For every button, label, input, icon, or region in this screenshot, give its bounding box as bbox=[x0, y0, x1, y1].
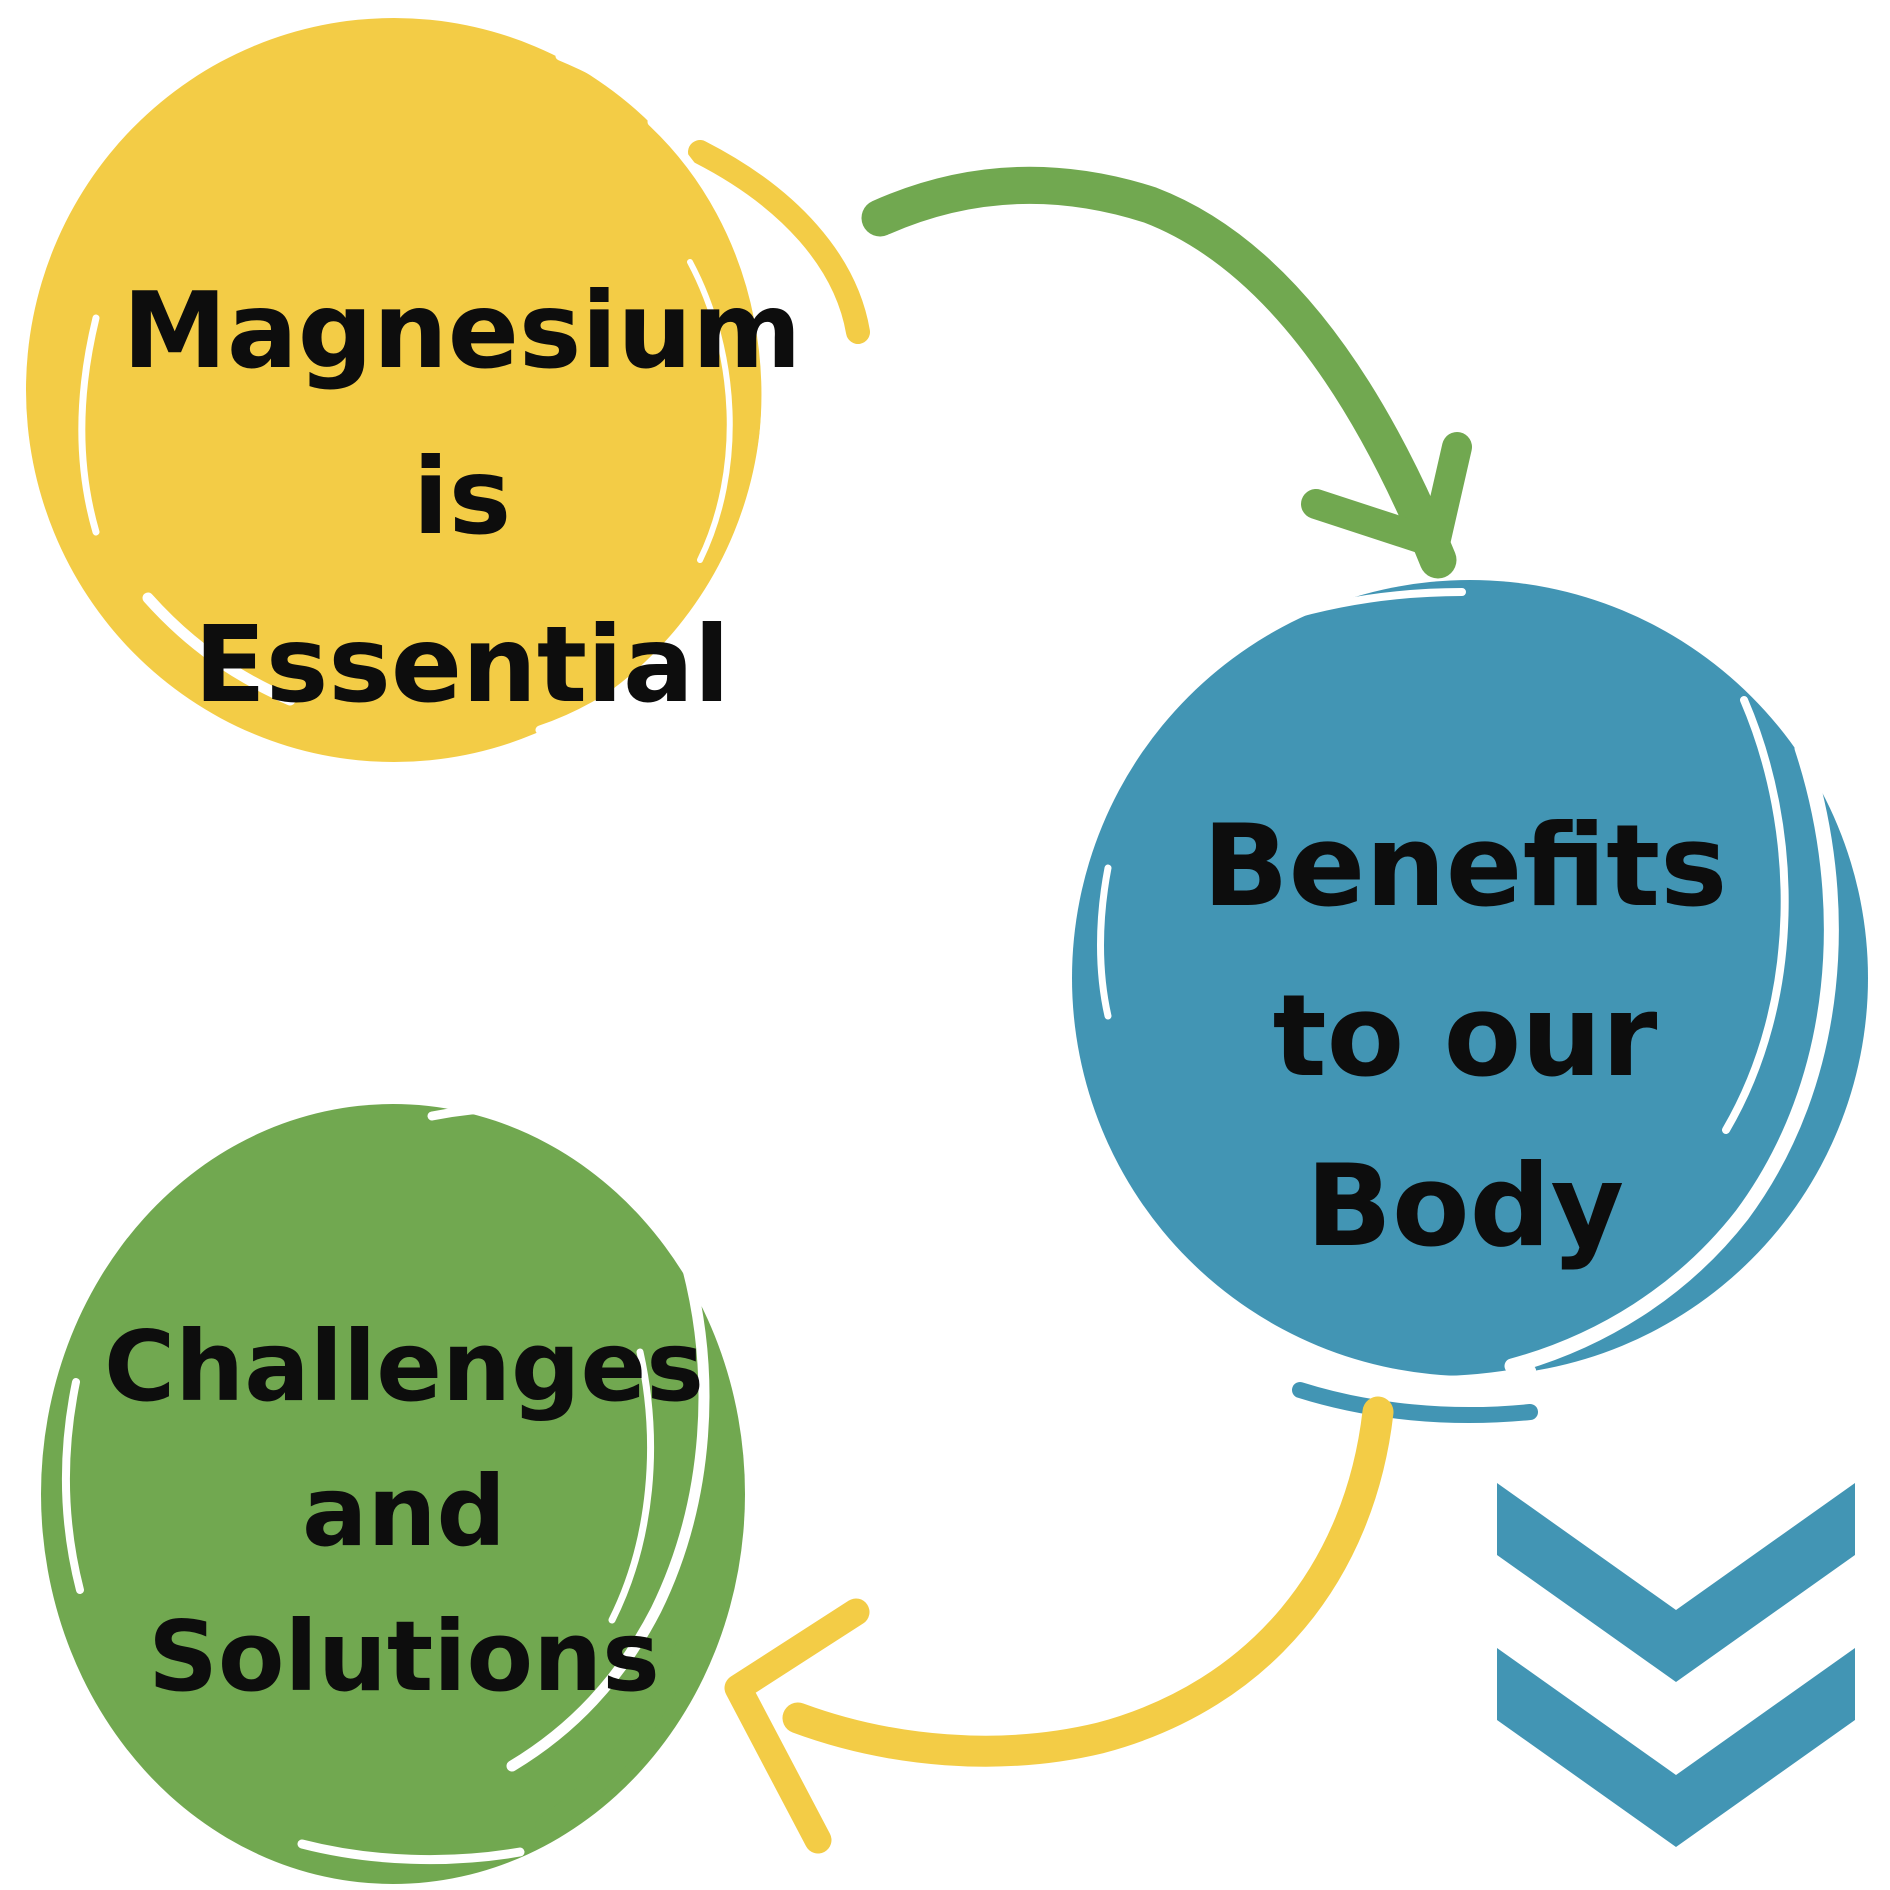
brush-fringe bbox=[688, 140, 870, 344]
magnesium-brush-circle bbox=[26, 18, 762, 762]
node-magnesium: Magnesium is Essential bbox=[26, 18, 870, 762]
magnesium-label-line2: is bbox=[413, 436, 512, 558]
benefits-label-line2: to our bbox=[1273, 970, 1658, 1102]
brush-streak bbox=[1097, 864, 1112, 1020]
magnesium-label-line3: Essential bbox=[194, 604, 730, 726]
challenges-brush-circle bbox=[41, 1104, 745, 1884]
curved-arrow-head bbox=[1301, 432, 1472, 567]
benefits-label-line3: Body bbox=[1306, 1140, 1624, 1272]
brush-streak bbox=[142, 592, 296, 706]
connector-magnesium-to-benefits bbox=[861, 166, 1472, 579]
brush-streak bbox=[1504, 740, 1839, 1374]
curved-arrow-head bbox=[724, 1598, 870, 1854]
brush-streak bbox=[608, 1348, 655, 1624]
brush-streak bbox=[61, 1378, 84, 1594]
brush-streak bbox=[555, 51, 687, 137]
brush-streak bbox=[687, 259, 733, 563]
brush-streak bbox=[1296, 1356, 1536, 1385]
brush-streak bbox=[1278, 588, 1466, 622]
magnesium-label-line1: Magnesium bbox=[122, 270, 801, 392]
brush-fringe bbox=[535, 1630, 698, 1836]
challenges-label-line2: and bbox=[302, 1455, 506, 1568]
brush-streak bbox=[506, 1256, 710, 1772]
benefits-label-line1: Benefits bbox=[1203, 800, 1728, 932]
brush-fringe bbox=[1292, 1382, 1538, 1424]
curved-arrow-icon bbox=[861, 166, 1457, 579]
brush-streak bbox=[1722, 696, 1789, 1134]
node-challenges: Challenges and Solutions bbox=[41, 1103, 745, 1884]
challenges-label-line1: Challenges bbox=[104, 1310, 704, 1423]
brush-streak bbox=[427, 1103, 599, 1121]
brush-streak bbox=[297, 1839, 525, 1865]
brush-streak bbox=[535, 117, 771, 735]
brush-streak bbox=[78, 314, 100, 536]
chevron-down-icon bbox=[1497, 1483, 1855, 1682]
connector-benefits-to-challenges bbox=[724, 1396, 1394, 1854]
challenges-label-line3: Solutions bbox=[148, 1600, 660, 1713]
double-chevron bbox=[1497, 1483, 1855, 1847]
curved-arrow-icon bbox=[782, 1396, 1394, 1767]
chevron-down-icon bbox=[1497, 1648, 1855, 1847]
benefits-brush-circle bbox=[1072, 580, 1868, 1376]
node-benefits: Benefits to our Body bbox=[1072, 580, 1868, 1424]
